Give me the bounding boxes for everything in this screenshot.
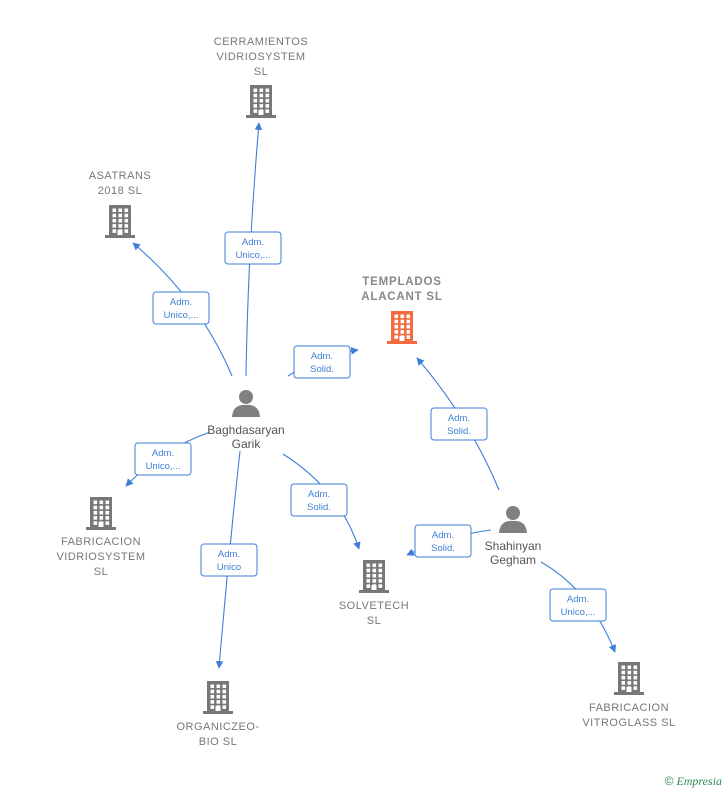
building-icon	[359, 560, 389, 593]
role-label-box	[430, 407, 488, 441]
role-label-text: Solid.	[431, 543, 455, 554]
role-label-text: Solid.	[447, 426, 471, 437]
nodes-layer: CERRAMIENTOS VIDRIOSYSTEM SL ASATRANS 2018 S…	[56, 36, 675, 748]
node-label: FABRICACION	[589, 702, 669, 714]
role-label-box	[290, 483, 348, 517]
node-label: Gegham	[490, 553, 536, 567]
role-label-text: Adm.	[242, 237, 264, 248]
node-label: BIO SL	[199, 736, 237, 748]
edge-shahinyan-to-templados: Adm. Solid.	[416, 357, 500, 491]
role-label-text: Adm.	[432, 530, 454, 541]
node-label: VIDRIOSYSTEM	[56, 551, 145, 563]
edge-shahinyan-to-solvetech: Adm. Solid.	[406, 524, 492, 558]
node-label: ORGANICZEO-	[176, 721, 259, 733]
role-label-box	[134, 442, 192, 476]
node-label: TEMPLADOS	[362, 276, 441, 288]
role-label[interactable]: Adm. Solid.	[290, 483, 348, 517]
copyright-symbol: ©	[664, 774, 674, 788]
edge-baghdasaryan-to-solvetech: Adm. Solid.	[282, 453, 361, 550]
node-label: SL	[94, 566, 108, 578]
role-label[interactable]: Adm. Solid.	[293, 345, 351, 379]
building-icon	[203, 681, 233, 714]
role-label-box	[152, 291, 210, 325]
edge-baghdasaryan-to-fabricacion_vidriosystem: Adm. Unico,...	[125, 431, 211, 487]
building-icon	[246, 85, 276, 118]
node-label: SOLVETECH	[339, 600, 409, 612]
building-icon	[86, 497, 116, 530]
role-label[interactable]: Adm. Unico	[200, 543, 258, 577]
node-cerramientos[interactable]: CERRAMIENTOS VIDRIOSYSTEM SL	[214, 36, 308, 118]
role-label-text: Unico,...	[164, 310, 199, 321]
role-label-box	[200, 543, 258, 577]
node-label: ASATRANS	[89, 170, 151, 182]
edge-shahinyan-to-fabricacion_vitroglass: Adm. Unico,...	[540, 561, 616, 653]
footer-brand: ©Empresia	[665, 774, 722, 789]
role-label-text: Unico	[217, 562, 241, 573]
role-label-box	[224, 231, 282, 265]
edge-baghdasaryan-to-cerramientos: Adm. Unico,...	[224, 122, 282, 377]
node-label: Garik	[232, 437, 262, 451]
role-label-text: Adm.	[567, 594, 589, 605]
node-fabricacion-vidriosystem[interactable]: FABRICACION VIDRIOSYSTEM SL	[56, 497, 145, 578]
node-label: Baghdasaryan	[207, 423, 284, 437]
edge-baghdasaryan-to-asatrans: Adm. Unico,...	[132, 242, 233, 377]
brand-name: Empresia	[676, 774, 722, 788]
node-asatrans[interactable]: ASATRANS 2018 SL	[89, 170, 151, 238]
role-label-text: Unico,...	[236, 250, 271, 261]
role-label-text: Unico,...	[146, 461, 181, 472]
node-label: SL	[367, 615, 381, 627]
person-icon	[232, 390, 260, 417]
edges-layer: Adm.Unico,...Adm.Unico,...Adm.Solid.Adm.…	[125, 122, 616, 669]
role-label-text: Solid.	[310, 364, 334, 375]
node-label: Shahinyan	[485, 539, 542, 553]
role-label[interactable]: Adm. Unico,...	[134, 442, 192, 476]
role-label-text: Adm.	[170, 297, 192, 308]
role-label-text: Adm.	[311, 351, 333, 362]
node-label: 2018 SL	[98, 185, 142, 197]
node-label: VITROGLASS SL	[582, 717, 675, 729]
edge-baghdasaryan-to-organiczeo: Adm. Unico	[200, 450, 258, 669]
role-label-text: Solid.	[307, 502, 331, 513]
role-label[interactable]: Adm. Unico,...	[152, 291, 210, 325]
node-label: VIDRIOSYSTEM	[216, 51, 305, 63]
node-fabricacion-vitroglass[interactable]: FABRICACION VITROGLASS SL	[582, 662, 675, 729]
node-templados[interactable]: TEMPLADOS ALACANT SL	[361, 276, 442, 344]
edge-baghdasaryan-to-templados: Adm. Solid.	[287, 345, 359, 379]
building-icon	[105, 205, 135, 238]
role-label[interactable]: Adm. Unico,...	[549, 588, 607, 622]
role-label-text: Unico,...	[561, 607, 596, 618]
role-label-text: Adm.	[308, 489, 330, 500]
role-label-box	[414, 524, 472, 558]
role-label[interactable]: Adm. Solid.	[414, 524, 472, 558]
building-icon	[614, 662, 644, 695]
building-icon	[387, 311, 417, 344]
node-label: FABRICACION	[61, 536, 141, 548]
person-icon	[499, 506, 527, 533]
node-label: ALACANT SL	[361, 291, 442, 303]
node-solvetech[interactable]: SOLVETECH SL	[339, 560, 409, 627]
node-organiczeo[interactable]: ORGANICZEO- BIO SL	[176, 681, 259, 748]
node-label: SL	[254, 66, 268, 78]
role-label-box	[549, 588, 607, 622]
node-label: CERRAMIENTOS	[214, 36, 308, 48]
role-label[interactable]: Adm. Solid.	[430, 407, 488, 441]
role-label[interactable]: Adm. Unico,...	[224, 231, 282, 265]
role-label-box	[293, 345, 351, 379]
role-label-text: Adm.	[448, 413, 470, 424]
role-label-text: Adm.	[218, 549, 240, 560]
role-label-text: Adm.	[152, 448, 174, 459]
